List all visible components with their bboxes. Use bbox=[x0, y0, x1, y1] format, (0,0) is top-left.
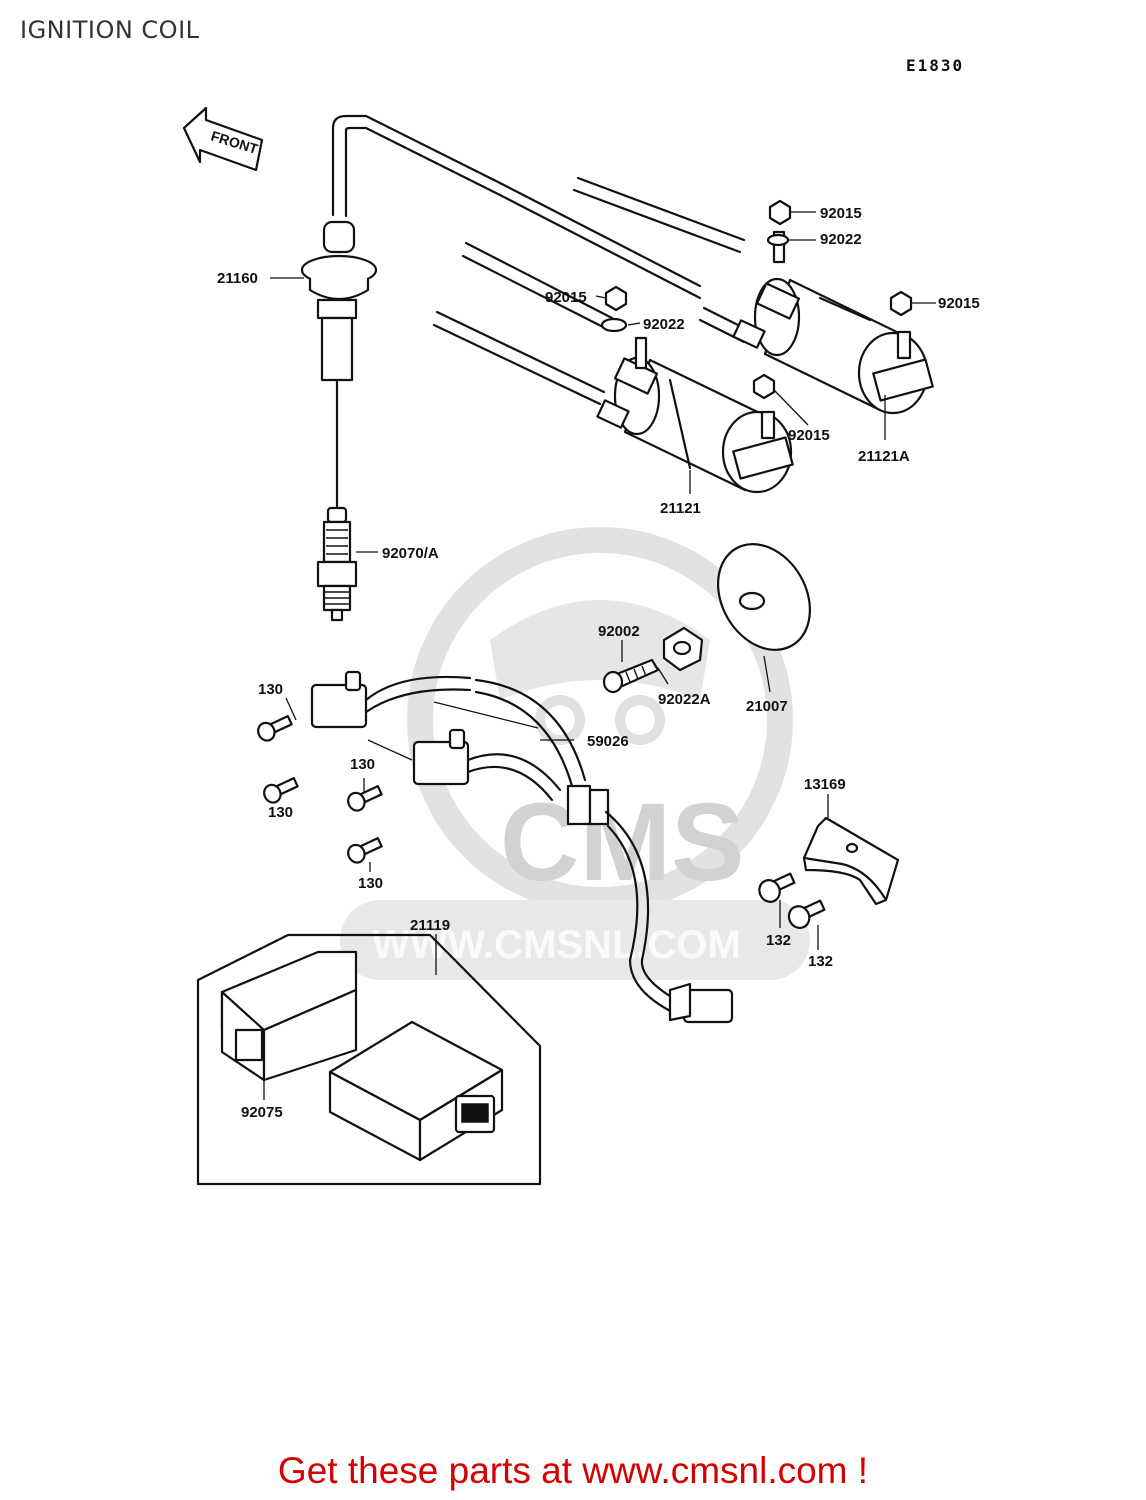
part-label-132-a: 132 bbox=[766, 932, 791, 949]
part-label-21121: 21121 bbox=[660, 500, 701, 517]
spark-plug bbox=[316, 506, 358, 622]
coil-lead-wires bbox=[432, 176, 750, 406]
front-arrow: FRONT bbox=[182, 106, 264, 172]
part-label-92022-mid: 92022 bbox=[643, 316, 685, 333]
part-label-92015-top: 92015 bbox=[820, 205, 862, 222]
timing-disc-21007 bbox=[602, 543, 812, 694]
part-label-130-a: 130 bbox=[258, 681, 283, 698]
cmsnl-parts-link[interactable]: Get these parts at www.cmsnl.com ! bbox=[277, 1450, 869, 1491]
part-label-21121A: 21121A bbox=[858, 448, 910, 465]
igniter-group-21119 bbox=[196, 933, 542, 1186]
bracket-13169 bbox=[758, 816, 900, 929]
part-label-92070A: 92070/A bbox=[382, 545, 439, 562]
part-label-92075: 92075 bbox=[241, 1104, 283, 1121]
part-label-21160: 21160 bbox=[217, 270, 258, 287]
parts-diagram: CMS WWW.CMSNL.COM FRONT bbox=[182, 106, 980, 1186]
part-label-92022-top: 92022 bbox=[820, 231, 862, 248]
part-label-92022A: 92022A bbox=[658, 691, 711, 708]
part-label-92015-right: 92015 bbox=[938, 295, 980, 312]
part-label-92015-low: 92015 bbox=[788, 427, 830, 444]
ignition-coil-21121A bbox=[732, 230, 934, 415]
part-label-59026: 59026 bbox=[587, 733, 629, 750]
pickup-coils-harness bbox=[310, 670, 734, 1024]
diagram-code: E1830 bbox=[906, 56, 965, 75]
part-label-21007: 21007 bbox=[746, 698, 788, 715]
page-title: IGNITION COIL bbox=[20, 16, 200, 44]
part-label-13169: 13169 bbox=[804, 776, 846, 793]
leader-lines bbox=[263, 211, 936, 1100]
part-label-92002: 92002 bbox=[598, 623, 640, 640]
part-label-92015-mid: 92015 bbox=[545, 289, 587, 306]
plug-cap-lead bbox=[300, 114, 702, 382]
watermark-url: WWW.CMSNL.COM bbox=[372, 923, 741, 967]
ignition-coil-21121 bbox=[596, 336, 794, 494]
part-label-132-b: 132 bbox=[808, 953, 833, 970]
part-label-130-c: 130 bbox=[268, 804, 293, 821]
part-label-21119: 21119 bbox=[410, 917, 450, 934]
nuts-washers bbox=[600, 199, 913, 400]
part-label-130-d: 130 bbox=[358, 875, 383, 892]
cmsnl-watermark: CMS WWW.CMSNL.COM bbox=[340, 527, 810, 980]
part-label-130-b: 130 bbox=[350, 756, 375, 773]
bolts-130 bbox=[257, 715, 383, 864]
watermark-logo: CMS bbox=[500, 781, 744, 904]
